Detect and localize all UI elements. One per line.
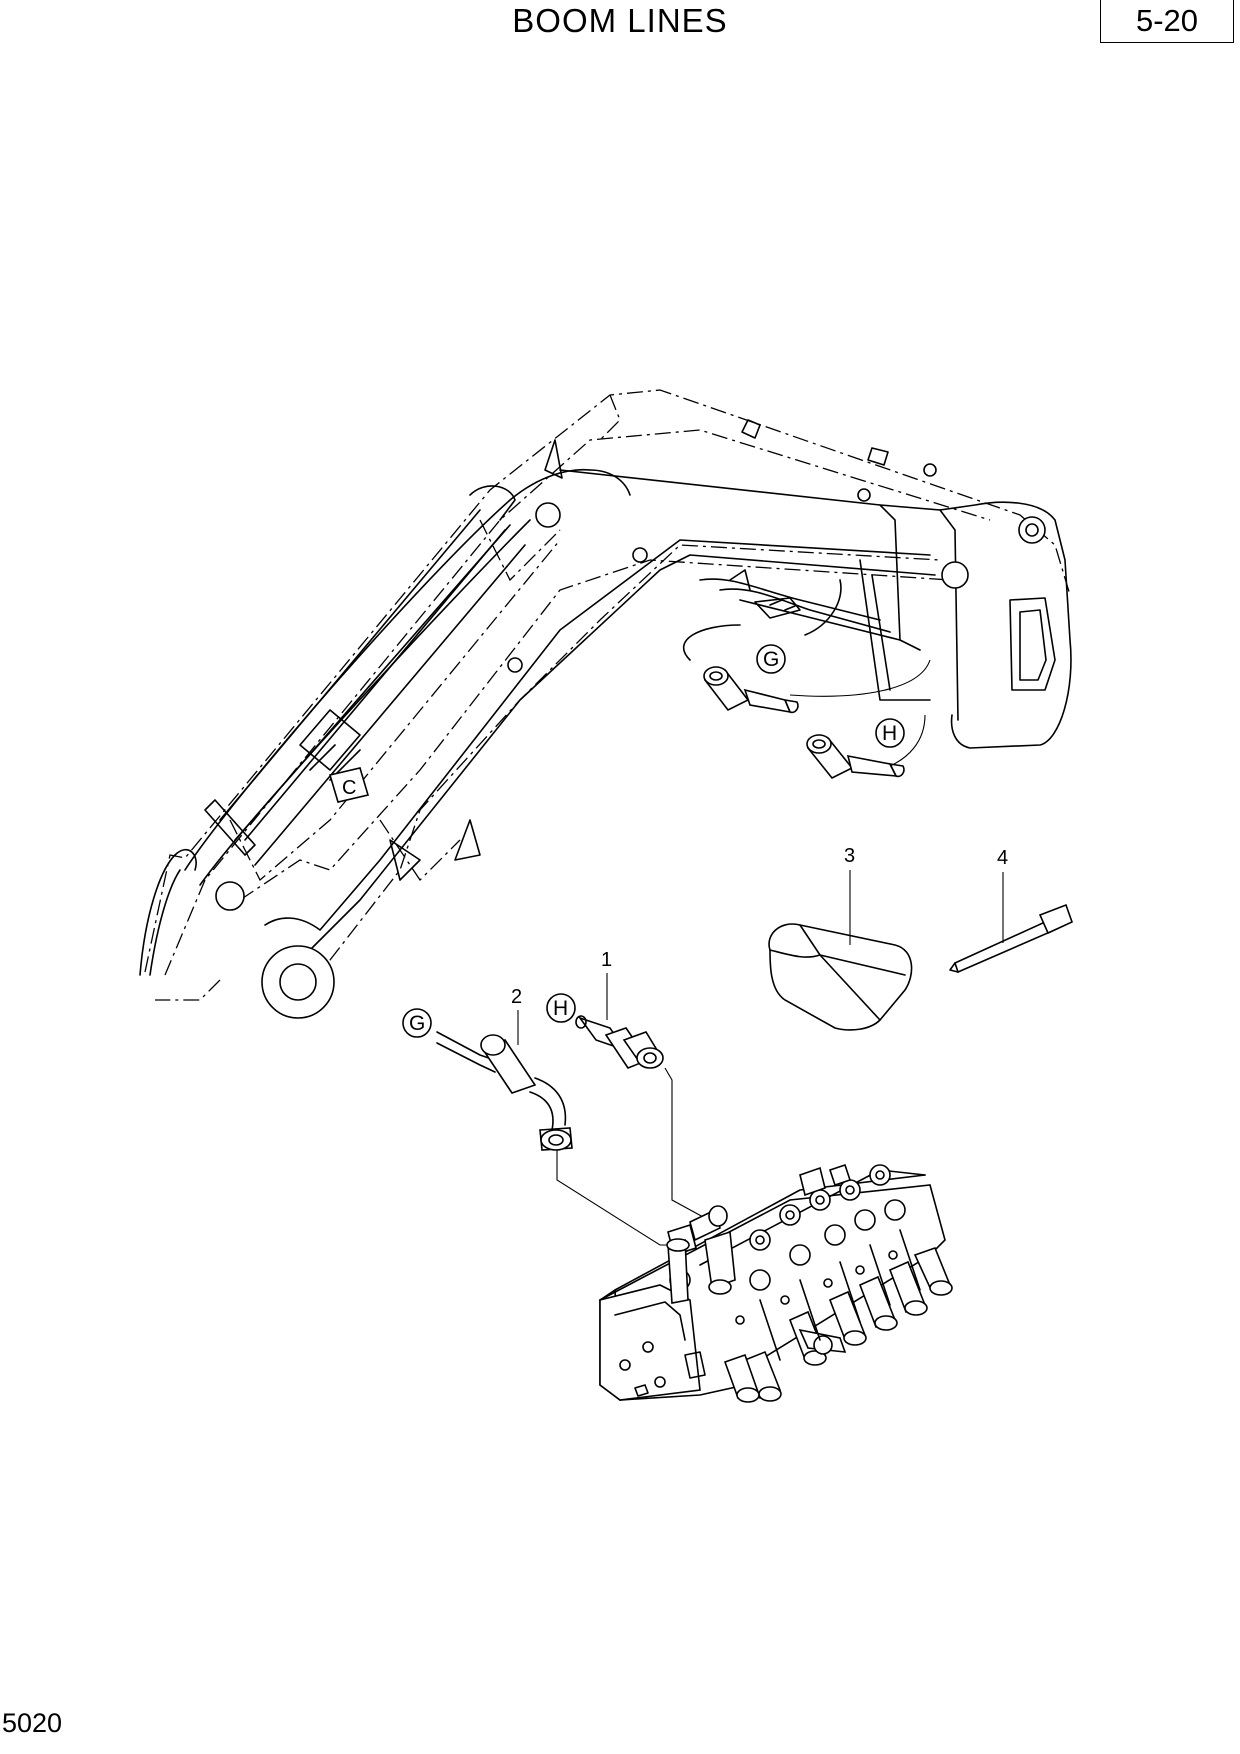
part-3-clip: 3 — [768, 845, 913, 1031]
boom-arm — [139, 419, 1072, 1019]
document-code: 5020 — [2, 1708, 63, 1738]
fitting-g-boom: G — [703, 644, 799, 714]
boom-outline — [144, 389, 1071, 1001]
fitting-h-boom: H — [806, 718, 905, 780]
connection-leaders — [556, 1067, 706, 1246]
callout-g-part: G — [409, 1012, 425, 1035]
part-4-cable-tie: 4 — [949, 847, 1073, 974]
page-title: BOOM LINES — [512, 2, 728, 39]
callout-h-part: H — [553, 997, 568, 1020]
part-1-hose: 1 H — [546, 949, 664, 1069]
part-1-number: 1 — [601, 949, 612, 971]
marker-c: C — [328, 767, 370, 803]
boom-cylinder — [204, 485, 516, 856]
marker-c-label: C — [342, 777, 356, 799]
page-number-box: 5-20 — [1100, 0, 1234, 43]
callout-g-boom: G — [763, 648, 779, 671]
part-3-number: 3 — [844, 845, 855, 867]
callout-h-boom: H — [882, 722, 897, 745]
part-4-number: 4 — [997, 847, 1008, 869]
part-2-line: 2 G — [402, 986, 573, 1151]
control-valve — [599, 1163, 953, 1403]
valve-spools — [723, 1246, 953, 1403]
part-2-number: 2 — [511, 986, 522, 1008]
